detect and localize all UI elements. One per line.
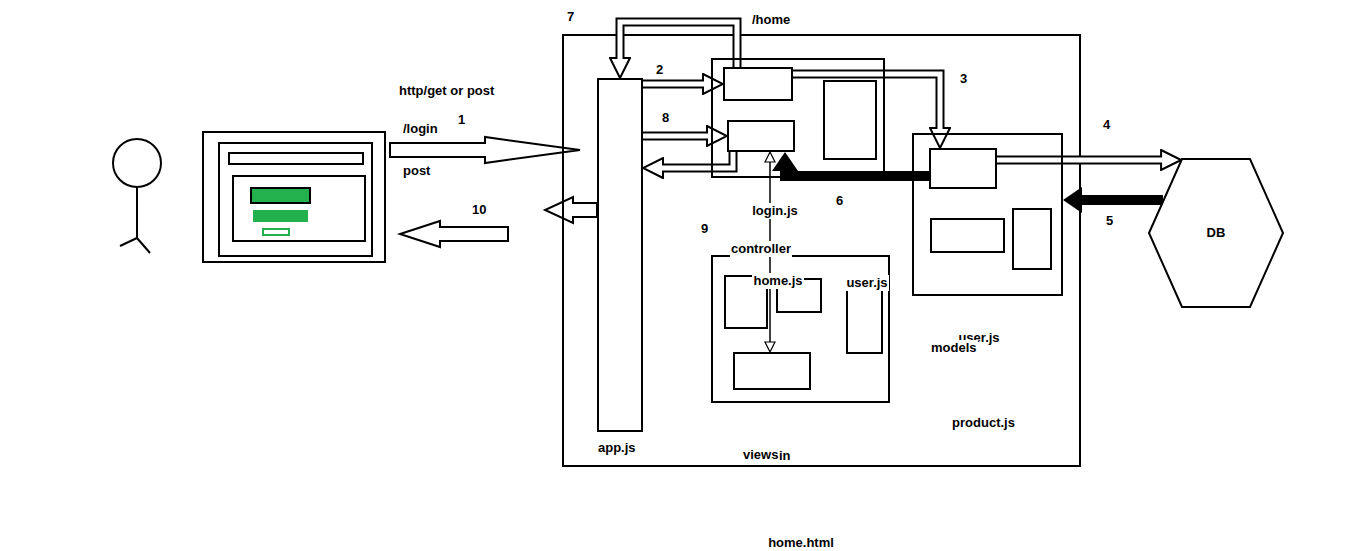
folder-box: login.jshome.jsuser.jscontroller (711, 58, 885, 178)
node-label: home.js (752, 273, 803, 289)
node-label: login.js (751, 203, 799, 219)
arrow-shaft (620, 22, 737, 67)
step-number: 6 (835, 193, 844, 209)
group-heading: app.js (597, 440, 637, 456)
arrow-hollow-core (793, 74, 940, 131)
group-heading: views (742, 447, 779, 463)
flow-arrow (793, 74, 940, 131)
step-number: 9 (700, 221, 709, 237)
submit-button (263, 229, 289, 235)
step-number: 7 (566, 9, 575, 25)
node-label: DB (1206, 225, 1227, 241)
node-label: product.js (951, 415, 1016, 431)
browser-screen (219, 143, 372, 256)
figure-leg (120, 238, 137, 246)
step-number: 8 (661, 110, 670, 126)
arrow-hollow-core (643, 82, 706, 87)
flow-arrow (643, 136, 710, 137)
browser-window (203, 132, 385, 262)
node-label: home.html (767, 535, 835, 551)
input-field (251, 188, 310, 203)
database-hexagon: DB (1148, 158, 1284, 308)
user-figure (113, 139, 161, 253)
route-label: /login (402, 121, 439, 137)
arrow-shaft (793, 74, 940, 128)
response-arrow (545, 197, 597, 223)
file-box: user.js (823, 80, 877, 160)
file-box: home.html (733, 352, 811, 390)
file-box: user.js (929, 148, 997, 189)
empty-file-box (1013, 209, 1051, 269)
file-box: product.js (930, 218, 1005, 253)
arrow-shaft (785, 171, 929, 176)
server-app-box (563, 35, 1080, 466)
route-label: post (402, 163, 431, 179)
route-label: http/get or post (398, 83, 495, 99)
step-number: 5 (1105, 213, 1114, 229)
flow-arrow (620, 22, 737, 67)
input-field (253, 210, 308, 222)
empty-file-box (847, 289, 882, 353)
step-number: 3 (959, 71, 968, 87)
arrow-shaft (1082, 195, 1163, 205)
arrow-hollow-core (643, 134, 710, 139)
hexagon-shape (1149, 159, 1283, 307)
arrow-hollow-core (997, 158, 1164, 163)
flow-arrow (643, 84, 706, 85)
step-number: 1 (457, 112, 466, 128)
route-label: /home (751, 12, 791, 28)
group-heading: models (930, 340, 978, 356)
arrow-hollow-core (660, 152, 733, 168)
flow-arrow (660, 152, 733, 168)
figure-body (136, 187, 138, 238)
response-arrow (400, 221, 508, 247)
node-label: user.js (845, 275, 888, 291)
page-area (233, 176, 365, 241)
request-arrow (390, 137, 580, 163)
flow-arrow (1082, 200, 1163, 201)
flow-arrow (785, 171, 929, 176)
step-number: 10 (471, 202, 487, 218)
browser-frame (203, 132, 385, 262)
app-module-bar: app.js (597, 78, 643, 432)
arrow-hollow-core (620, 22, 737, 67)
flow-arrow (997, 160, 1164, 161)
file-box: home.js (727, 120, 795, 152)
address-bar (229, 153, 363, 164)
step-number: 2 (655, 62, 664, 78)
figure-leg (137, 238, 150, 253)
file-box: login.js (723, 67, 793, 101)
figure-head (113, 139, 161, 187)
group-heading: controller (730, 241, 792, 257)
folder-box: user.jsproduct.jsmodels (912, 133, 1063, 296)
step-number: 4 (1102, 117, 1111, 133)
